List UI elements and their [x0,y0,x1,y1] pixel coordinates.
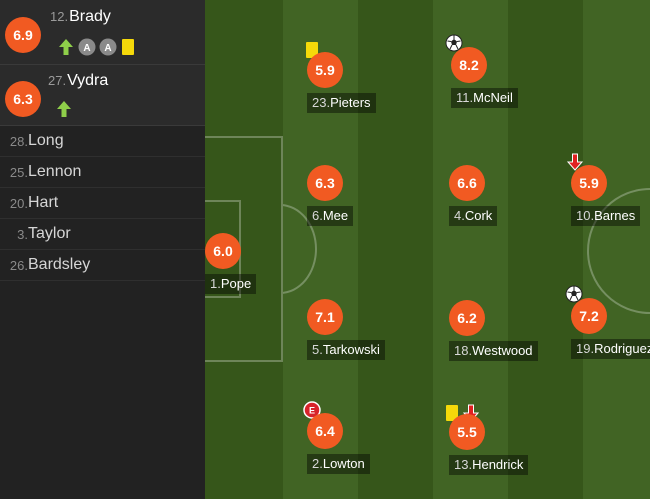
bench-player-row[interactable]: 28.Long [0,126,205,157]
player-label: 10.Barnes [571,206,641,226]
rating-badge: 6.0 [205,233,241,269]
player-name-text: Tarkowski [322,342,380,357]
player-name-text: Long [28,132,64,149]
player-name-text: Barnes [594,208,636,223]
rating-badge: 6.3 [5,81,41,117]
player-name: 12.Brady [50,8,111,26]
player-label: 4.Cork [449,206,498,226]
shirt-number: 4. [454,208,465,223]
rating-badge: 5.5 [449,414,485,450]
player-name-text: McNeil [473,90,513,105]
player-name-text: Hendrick [472,457,524,472]
shirt-number: 10. [576,208,595,223]
player-label: 2.Lowton [307,454,370,474]
player-label: 19.Rodriguez [571,339,650,359]
player-label: 6.Mee [307,206,354,226]
error-label: E [309,406,315,416]
player-label: 11.McNeil [451,88,518,108]
player-name-text: Taylor [28,225,71,242]
bench-player-row[interactable]: 3.Taylor [0,219,205,250]
rating-badge: 6.4 [307,413,343,449]
goal-ball-icon [565,285,583,308]
bench-player-row[interactable]: 26.Bardsley [0,250,205,281]
player-name-text: Bardsley [28,256,91,273]
player-name-text: Rodriguez [594,341,650,356]
player-name-text: Mee [322,208,349,223]
player-name-text: Hart [28,194,59,211]
assist-icon: A [99,38,117,61]
rating-badge: 6.2 [449,300,485,336]
yellow-card-icon [121,38,135,61]
sub-in-arrow-icon [56,100,72,123]
shirt-number: 25. [9,164,28,180]
player-label: 23.Pieters [307,93,376,113]
shirt-number: 2. [312,456,323,471]
sub-in-arrow-icon [58,38,74,61]
penalty-area [205,136,283,362]
player-label: 5.Tarkowski [307,340,385,360]
rating-badge: 5.9 [307,52,343,88]
assist-label: A [104,43,111,54]
shirt-number: 5. [312,342,323,357]
player-name-text: Lowton [322,456,365,471]
player-label: 1.Pope [205,274,257,294]
shirt-number: 20. [9,195,28,211]
assist-icon: A [78,38,96,61]
goal-ball-icon [445,34,463,57]
rating-badge: 7.2 [571,298,607,334]
player-name-text: Pope [220,276,252,291]
player-name-text: Pieters [330,95,371,110]
player-name-text: Cork [464,208,493,223]
assist-label: A [83,43,90,54]
substitutes-panel: 6.9 12.Brady A A 6.3 27.Vydra 28.Long 25… [0,0,205,499]
rating-badge: 7.1 [307,299,343,335]
rating-badge: 5.9 [571,165,607,201]
shirt-number: 26. [9,257,28,273]
rating-badge: 8.2 [451,47,487,83]
shirt-number: 28. [9,133,28,149]
rating-badge: 6.3 [307,165,343,201]
sub-off-arrow-icon [566,153,584,176]
shirt-number: 1. [210,276,221,291]
shirt-number: 6. [312,208,323,223]
shirt-number: 3. [17,226,28,242]
rating-badge: 6.6 [449,165,485,201]
bench-player-row[interactable]: 25.Lennon [0,157,205,188]
player-name: 27.Vydra [48,72,108,90]
substitute-card[interactable]: 6.3 27.Vydra [0,65,205,126]
player-name-text: Vydra [67,72,109,89]
shirt-number: 27. [48,73,67,88]
shirt-number: 13. [454,457,473,472]
shirt-number: 12. [50,9,69,24]
bench-player-row[interactable]: 20.Hart [0,188,205,219]
shirt-number: 18. [454,343,473,358]
player-name-text: Brady [69,8,111,25]
pitch: 6.0 1.Pope 5.9 23.Pieters 6.3 6.Mee 7.1 … [205,0,650,499]
shirt-number: 19. [576,341,595,356]
shirt-number: 11. [456,90,474,105]
player-name-text: Lennon [28,163,82,180]
player-name-text: Westwood [472,343,533,358]
shirt-number: 23. [312,95,331,110]
rating-badge: 6.9 [5,17,41,53]
player-label: 13.Hendrick [449,455,529,475]
player-label: 18.Westwood [449,341,538,361]
substitute-card[interactable]: 6.9 12.Brady A A [0,0,205,65]
